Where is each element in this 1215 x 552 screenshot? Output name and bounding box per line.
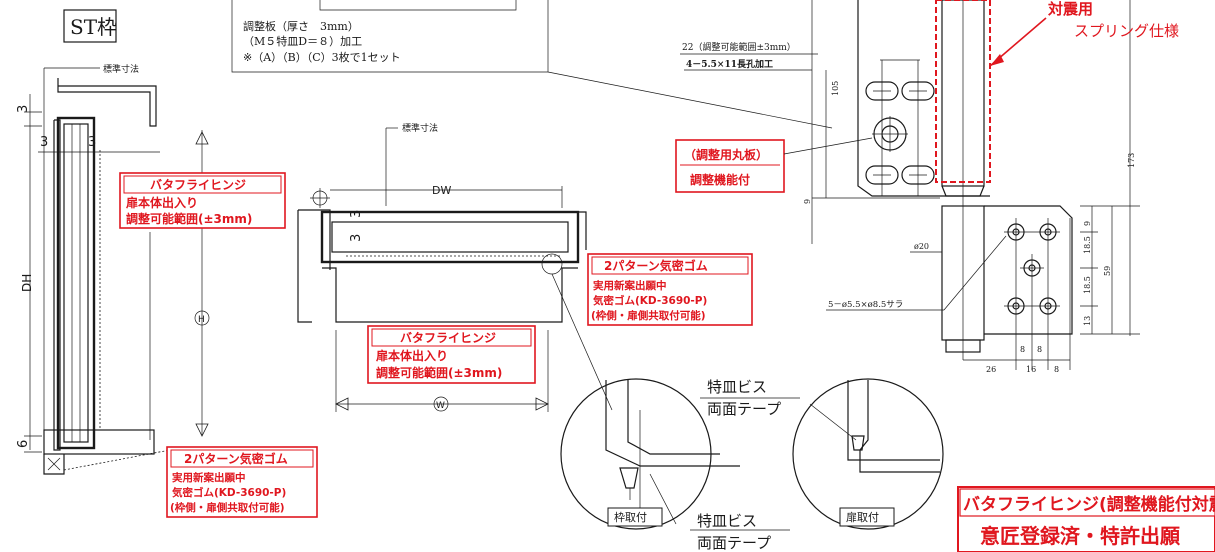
dim-26: 26 bbox=[986, 365, 996, 374]
frame-mount-label: 枠取付 bbox=[614, 510, 647, 524]
callout-seismic: 対震用 スプリング仕様 bbox=[989, 0, 1179, 67]
standard-dim-middle: 標準寸法 bbox=[402, 122, 438, 134]
callout-gasket-middle-line1: 実用新案出願中 bbox=[593, 279, 667, 292]
tape-label-top: 両面テープ bbox=[707, 400, 781, 418]
callout-hinge-left-line2: 調整可能範囲(±3mm) bbox=[126, 211, 252, 226]
dim-16: 16 bbox=[1026, 365, 1036, 374]
detail-frame-mount: 枠取付 bbox=[560, 378, 740, 530]
banner: バタフライヒンジ(調整機能付対震 意匠登録済・特許出願 bbox=[957, 486, 1215, 552]
round-plate-label: （調整用丸板） bbox=[684, 147, 768, 162]
frame-label-box: ST枠 bbox=[63, 9, 117, 43]
callout-hinge-middle-line2: 調整可能範囲(±3mm) bbox=[376, 365, 502, 380]
detail-door-mount: 扉取付 bbox=[792, 378, 944, 530]
dim-105: 105 bbox=[831, 81, 840, 96]
dim-w-mark: W bbox=[436, 401, 445, 411]
callout-gasket-middle: 2パターン気密ゴム 実用新案出願中 気密ゴム(KD-3690-P) (枠側・扉側… bbox=[587, 253, 753, 326]
plan-section: 標準寸法 DW 3 3 W bbox=[297, 122, 613, 412]
dim-plan-3b: 3 bbox=[349, 234, 364, 242]
callout-gasket-middle-title: 2パターン気密ゴム bbox=[604, 258, 708, 273]
callout-gasket-middle-line3: (枠側・扉側共取付可能) bbox=[591, 309, 706, 322]
frame-label: ST枠 bbox=[70, 15, 117, 39]
vertical-section: 標準寸法 3 DH 6 3 3 H bbox=[16, 63, 210, 475]
spec-leader bbox=[547, 71, 833, 129]
banner-line1: バタフライヒンジ(調整機能付対震 bbox=[963, 494, 1215, 515]
spec-line-3: ※（A）（B）（C）3枚で1セット bbox=[243, 50, 401, 64]
dim-h-mark: H bbox=[198, 315, 205, 325]
screw-label-bottom: 特皿ビス bbox=[697, 512, 757, 530]
callout-hinge-middle: バタフライヒンジ 扉本体出入り 調整可能範囲(±3mm) bbox=[367, 325, 536, 384]
callout-hinge-middle-title: バタフライヒンジ bbox=[400, 331, 496, 345]
dim-dw: DW bbox=[432, 184, 451, 197]
hole-label: 5－ø5.5×ø8.5サラ bbox=[828, 300, 903, 310]
screw-label-top: 特皿ビス bbox=[707, 378, 767, 396]
callout-gasket-left-line1: 実用新案出願中 bbox=[172, 471, 246, 484]
standard-dim-left: 標準寸法 bbox=[103, 63, 139, 75]
dim-9-right: 9 bbox=[1083, 221, 1092, 226]
dim-dh: DH bbox=[20, 274, 34, 292]
dim-bottom-6: 6 bbox=[16, 440, 31, 448]
dim-dia-20: ø20 bbox=[914, 242, 929, 251]
dim-185-a: 18.5 bbox=[1083, 236, 1092, 254]
callout-gasket-left-title: 2パターン気密ゴム bbox=[184, 451, 288, 466]
dim-s3-b: 3 bbox=[88, 135, 96, 150]
dim-8-a: 8 bbox=[1020, 345, 1025, 354]
seismic-line2: スプリング仕様 bbox=[1074, 22, 1179, 40]
dim-8-c: 8 bbox=[1054, 365, 1059, 374]
spec-box: 調整板（厚さ 3mm） （M５特皿D＝８）加工 ※（A）（B）（C）3枚で1セッ… bbox=[231, 0, 549, 73]
slot-label: 4－5.5×11長孔加工 bbox=[686, 58, 773, 70]
callout-gasket-left-line3: (枠側・扉側共取付可能) bbox=[170, 501, 285, 514]
dim-59: 59 bbox=[1103, 266, 1112, 276]
tape-label-bottom: 両面テープ bbox=[697, 534, 771, 552]
hinge-detail: 22（調整可能範囲±3mm） 4－5.5×11長孔加工 105 9 173 9 … bbox=[680, 0, 1140, 374]
dim-185-b: 18.5 bbox=[1083, 276, 1092, 294]
dim-9-left: 9 bbox=[803, 199, 812, 204]
dim-s3-a: 3 bbox=[40, 135, 48, 150]
callout-hinge-left-line1: 扉本体出入り bbox=[126, 195, 198, 210]
dim-173: 173 bbox=[1127, 153, 1136, 168]
callout-gasket-left: 2パターン気密ゴム 実用新案出願中 気密ゴム(KD-3690-P) (枠側・扉側… bbox=[166, 446, 318, 518]
spec-line-2: （M５特皿D＝８）加工 bbox=[243, 34, 362, 48]
callout-hinge-left-title: バタフライヒンジ bbox=[150, 178, 246, 192]
callout-hinge-middle-line1: 扉本体出入り bbox=[376, 348, 448, 363]
callout-round-plate: （調整用丸板） 調整機能付 bbox=[675, 137, 873, 193]
spec-line-1: 調整板（厚さ 3mm） bbox=[243, 19, 359, 33]
adjust-range-label: 22（調整可能範囲±3mm） bbox=[682, 41, 796, 53]
dim-plan-3a: 3 bbox=[349, 210, 364, 218]
adjust-func-label: 調整機能付 bbox=[690, 172, 750, 187]
callout-hinge-left: バタフライヒンジ 扉本体出入り 調整可能範囲(±3mm) bbox=[119, 172, 286, 229]
callout-gasket-middle-line2: 気密ゴム(KD-3690-P) bbox=[592, 294, 707, 307]
detail-labels: 特皿ビス 両面テープ 特皿ビス 両面テープ bbox=[690, 378, 800, 552]
banner-line2: 意匠登録済・特許出願 bbox=[980, 524, 1181, 548]
dim-8-b: 8 bbox=[1037, 345, 1042, 354]
dim-top-3: 3 bbox=[16, 105, 31, 113]
seismic-line1: 対震用 bbox=[1047, 0, 1093, 18]
dim-13: 13 bbox=[1083, 316, 1092, 326]
door-mount-label: 扉取付 bbox=[846, 511, 879, 524]
callout-gasket-left-line2: 気密ゴム(KD-3690-P) bbox=[171, 486, 286, 499]
